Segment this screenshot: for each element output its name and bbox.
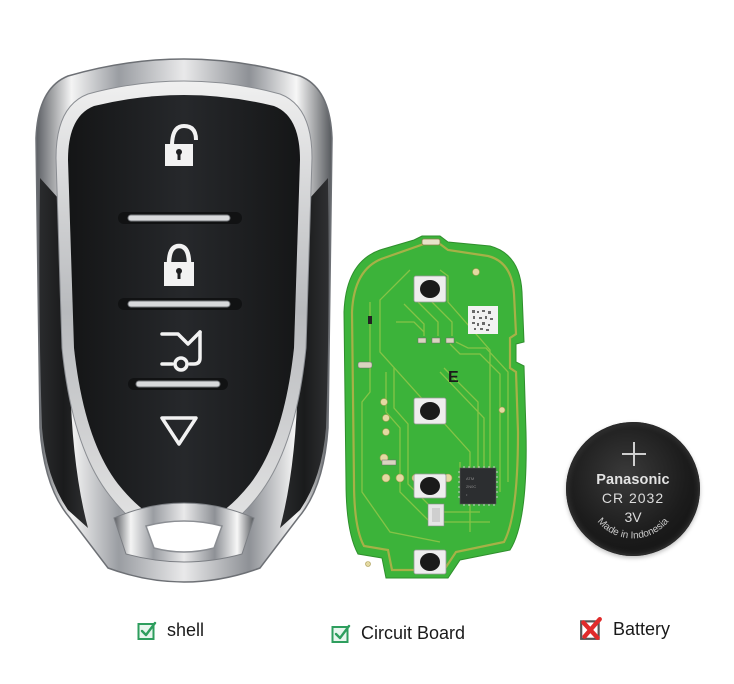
checkbox-checked-icon bbox=[331, 624, 351, 643]
triangle-down-icon bbox=[160, 416, 198, 446]
battery-disc: Panasonic CR 2032 3V Made in Indonesia bbox=[566, 422, 700, 556]
checkbox-checked-icon bbox=[137, 621, 157, 640]
legend-label: Battery bbox=[613, 618, 671, 639]
plus-icon bbox=[622, 442, 646, 466]
svg-text:•: • bbox=[466, 492, 468, 497]
battery-brand: Panasonic bbox=[596, 472, 670, 488]
svg-text:Made in Indonesia: Made in Indonesia bbox=[595, 516, 671, 542]
legend-circuit-board-included: Circuit Board bbox=[331, 623, 465, 644]
lock-icon bbox=[164, 243, 194, 286]
legend-shell-included: shell bbox=[137, 620, 204, 641]
svg-text:ATM: ATM bbox=[466, 476, 474, 481]
trunk-open-icon bbox=[160, 330, 202, 372]
key-fob-shell bbox=[28, 48, 340, 588]
battery-voltage: 3V bbox=[624, 509, 642, 525]
checkbox-crossed-icon bbox=[580, 617, 602, 640]
battery-model: CR 2032 bbox=[601, 490, 665, 506]
svg-text:2N0C: 2N0C bbox=[466, 484, 476, 489]
legend-battery-excluded: Battery bbox=[579, 617, 670, 641]
legend-label: Circuit Board bbox=[361, 623, 466, 643]
unlock-icon bbox=[165, 123, 198, 166]
coin-cell-battery: Panasonic CR 2032 3V Made in Indonesia bbox=[566, 422, 700, 556]
pcb-tactile-switches bbox=[413, 275, 447, 575]
pcb-silkscreen-mark: E bbox=[448, 369, 459, 386]
circuit-board: E ATM 2N0C • bbox=[340, 232, 540, 584]
battery-origin-text: Made in Indonesia bbox=[595, 516, 671, 542]
legend-label: shell bbox=[167, 620, 205, 640]
